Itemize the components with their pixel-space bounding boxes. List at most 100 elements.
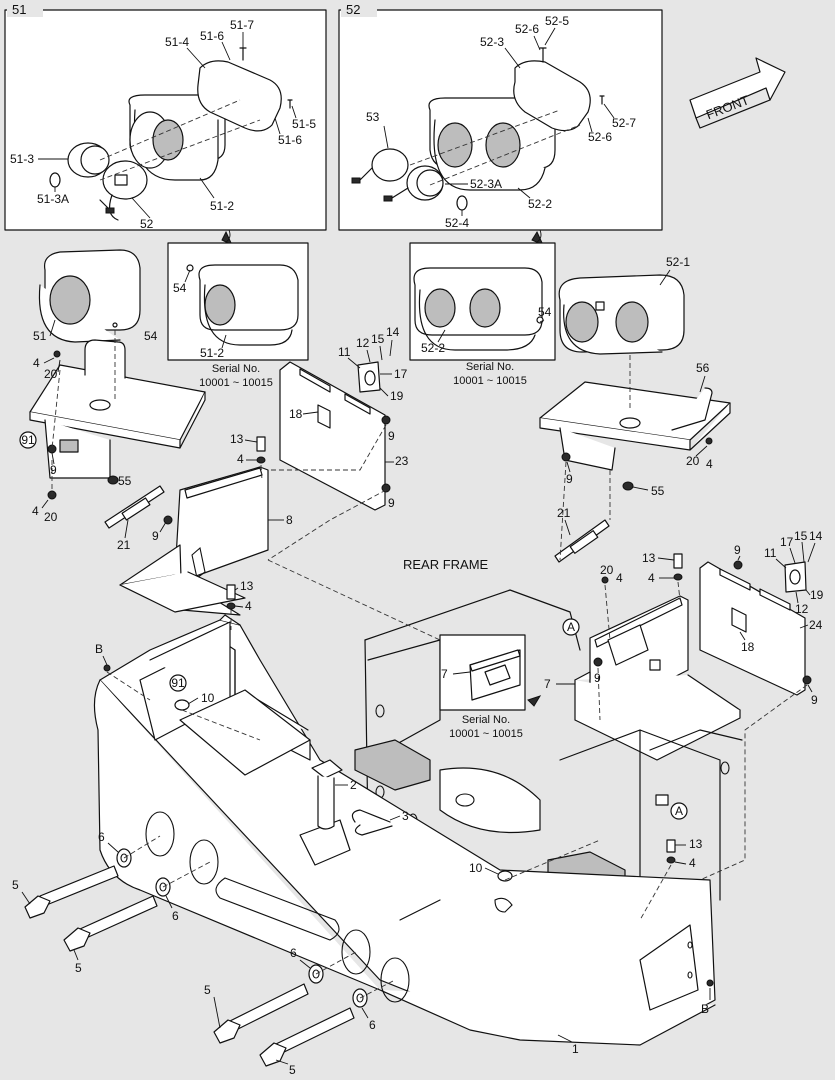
callout-52-5-bottom: 52-6	[588, 130, 612, 144]
callout-5-b: 5	[75, 961, 82, 975]
latch-11-12-left	[357, 361, 381, 393]
serial-caption-mid-l2: 10001 ~ 10015	[449, 728, 523, 740]
serial-caption-mid-l1: Serial No.	[462, 714, 510, 726]
callout-52-4: 52-5	[545, 14, 569, 28]
callout-20-right-low: 20	[600, 563, 614, 577]
callout-12-left: 12	[356, 336, 370, 350]
callout-52-3A: 52-4	[445, 216, 469, 230]
callout-52-7: 53	[366, 110, 380, 124]
callout-9-left-b: 9	[152, 529, 159, 543]
callout-20-upper-left: 20	[44, 367, 58, 381]
callout-51-5-bottom: 51-6	[278, 133, 302, 147]
serial-caption-left-l2: 10001 ~ 10015	[199, 377, 273, 389]
callout-51-1-inset: 51-2	[200, 346, 224, 360]
callout-21-left: 21	[117, 538, 131, 552]
serial-caption-left-l1: Serial No.	[212, 363, 260, 375]
callout-51: 51	[33, 329, 47, 343]
callout-8: 8	[286, 513, 293, 527]
rear-frame-label: REAR FRAME	[403, 557, 489, 572]
marker-a-1: 91	[19, 431, 37, 449]
plate-24	[279, 361, 386, 511]
callout-4-right-mid: 4	[648, 571, 655, 585]
marker-b-1: A	[562, 618, 580, 636]
clip-3	[351, 809, 393, 836]
callout-53-left: 54	[173, 281, 187, 295]
assembly-lines	[51, 330, 808, 999]
lamp-assembly-51	[38, 249, 141, 343]
callout-20-lower-left: 20	[44, 510, 58, 524]
callout-7: 7	[544, 677, 551, 691]
callout-9-right-a: 9	[566, 472, 573, 486]
callout-51-6: 51-7	[230, 18, 254, 32]
callout-4-lower: 4	[689, 856, 696, 870]
callout-14-left: 15	[371, 332, 385, 346]
callout-10-right: 10	[469, 861, 483, 875]
svg-text:91: 91	[171, 676, 185, 690]
lamp-52-3	[383, 165, 444, 202]
callout-55: 54	[144, 329, 158, 343]
callout-56: 56	[696, 361, 710, 375]
lamp-52-7	[351, 148, 409, 184]
callout-6-d: 6	[369, 1018, 376, 1032]
callout-9-left-a: 9	[50, 463, 57, 477]
callout-4-right-upper: 4	[706, 457, 713, 471]
callout-52-3: 52-3A	[470, 177, 502, 191]
svg-text:A: A	[675, 804, 683, 818]
bolt-5-c	[213, 983, 309, 1044]
callout-3: 3	[402, 809, 409, 823]
bolt-5-a	[24, 865, 119, 919]
callout-54-right: 55	[651, 484, 665, 498]
callout-18-right: 18	[741, 640, 755, 654]
lamp-housing-51-1	[128, 94, 226, 181]
callout-51-7: 52	[140, 217, 154, 231]
svg-text:91: 91	[21, 433, 35, 447]
bolt-5-d	[259, 1007, 355, 1067]
lens-cover-51-2	[197, 60, 282, 132]
svg-text:A: A	[567, 620, 575, 634]
callout-5-a: 5	[12, 878, 19, 892]
callout-6-c: 6	[290, 946, 297, 960]
callout-14-right: 15	[794, 529, 808, 543]
bulb-52-3A	[456, 195, 468, 211]
callout-19-left: 19	[390, 389, 404, 403]
callout-54-left: 55	[118, 474, 132, 488]
callout-91-left: B	[95, 642, 103, 656]
callout-15-left: 17	[394, 367, 408, 381]
counterweight-1	[93, 614, 716, 1046]
callout-13-left: 14	[386, 325, 400, 339]
callout-1: 1	[572, 1042, 579, 1056]
callout-24: 23	[395, 454, 409, 468]
callout-51-1: 51-2	[210, 199, 234, 213]
gas-strut-21-left	[104, 485, 165, 529]
callout-6-a: 6	[98, 830, 105, 844]
callout-labels: 51-4 51-6 51-7 51-5 51-6 51-3 51-3A 52 5…	[10, 14, 824, 1077]
lamp-51-7	[99, 160, 148, 221]
callout-53-right: 54	[538, 305, 552, 319]
plate-23	[699, 561, 806, 696]
callout-17-lower: 13	[689, 837, 703, 851]
callout-17-upper: 13	[230, 432, 244, 446]
callout-4-upper-mid: 4	[237, 452, 244, 466]
callout-9-right-c: 9	[594, 671, 601, 685]
serial-inset-52-1	[409, 242, 556, 361]
serial-caption-right-l1: Serial No.	[466, 361, 514, 373]
callout-52-5-top: 52-6	[515, 22, 539, 36]
callout-6-b: 6	[172, 909, 179, 923]
gas-strut-21-right	[554, 519, 610, 563]
detail-box-52-title: 52	[346, 2, 360, 17]
lens-cover-52-2	[513, 60, 591, 132]
detail-box-51-title: 51	[12, 2, 26, 17]
callout-17-right: 13	[642, 551, 656, 565]
callout-9-right-b: 9	[734, 543, 741, 557]
callout-91-right: B	[701, 1002, 709, 1016]
callout-51-3A: 51-3A	[37, 192, 69, 206]
callout-11-left: 11	[338, 345, 351, 359]
callout-9-p24-a: 9	[388, 429, 395, 443]
callout-4-lower-left: 4	[32, 504, 39, 518]
callout-51-4: 51-5	[292, 117, 316, 131]
marker-b-2: A	[670, 802, 688, 820]
bulb-51-3A	[49, 172, 61, 188]
bracket-56	[539, 381, 731, 471]
callout-51-3: 51-3	[10, 152, 34, 166]
